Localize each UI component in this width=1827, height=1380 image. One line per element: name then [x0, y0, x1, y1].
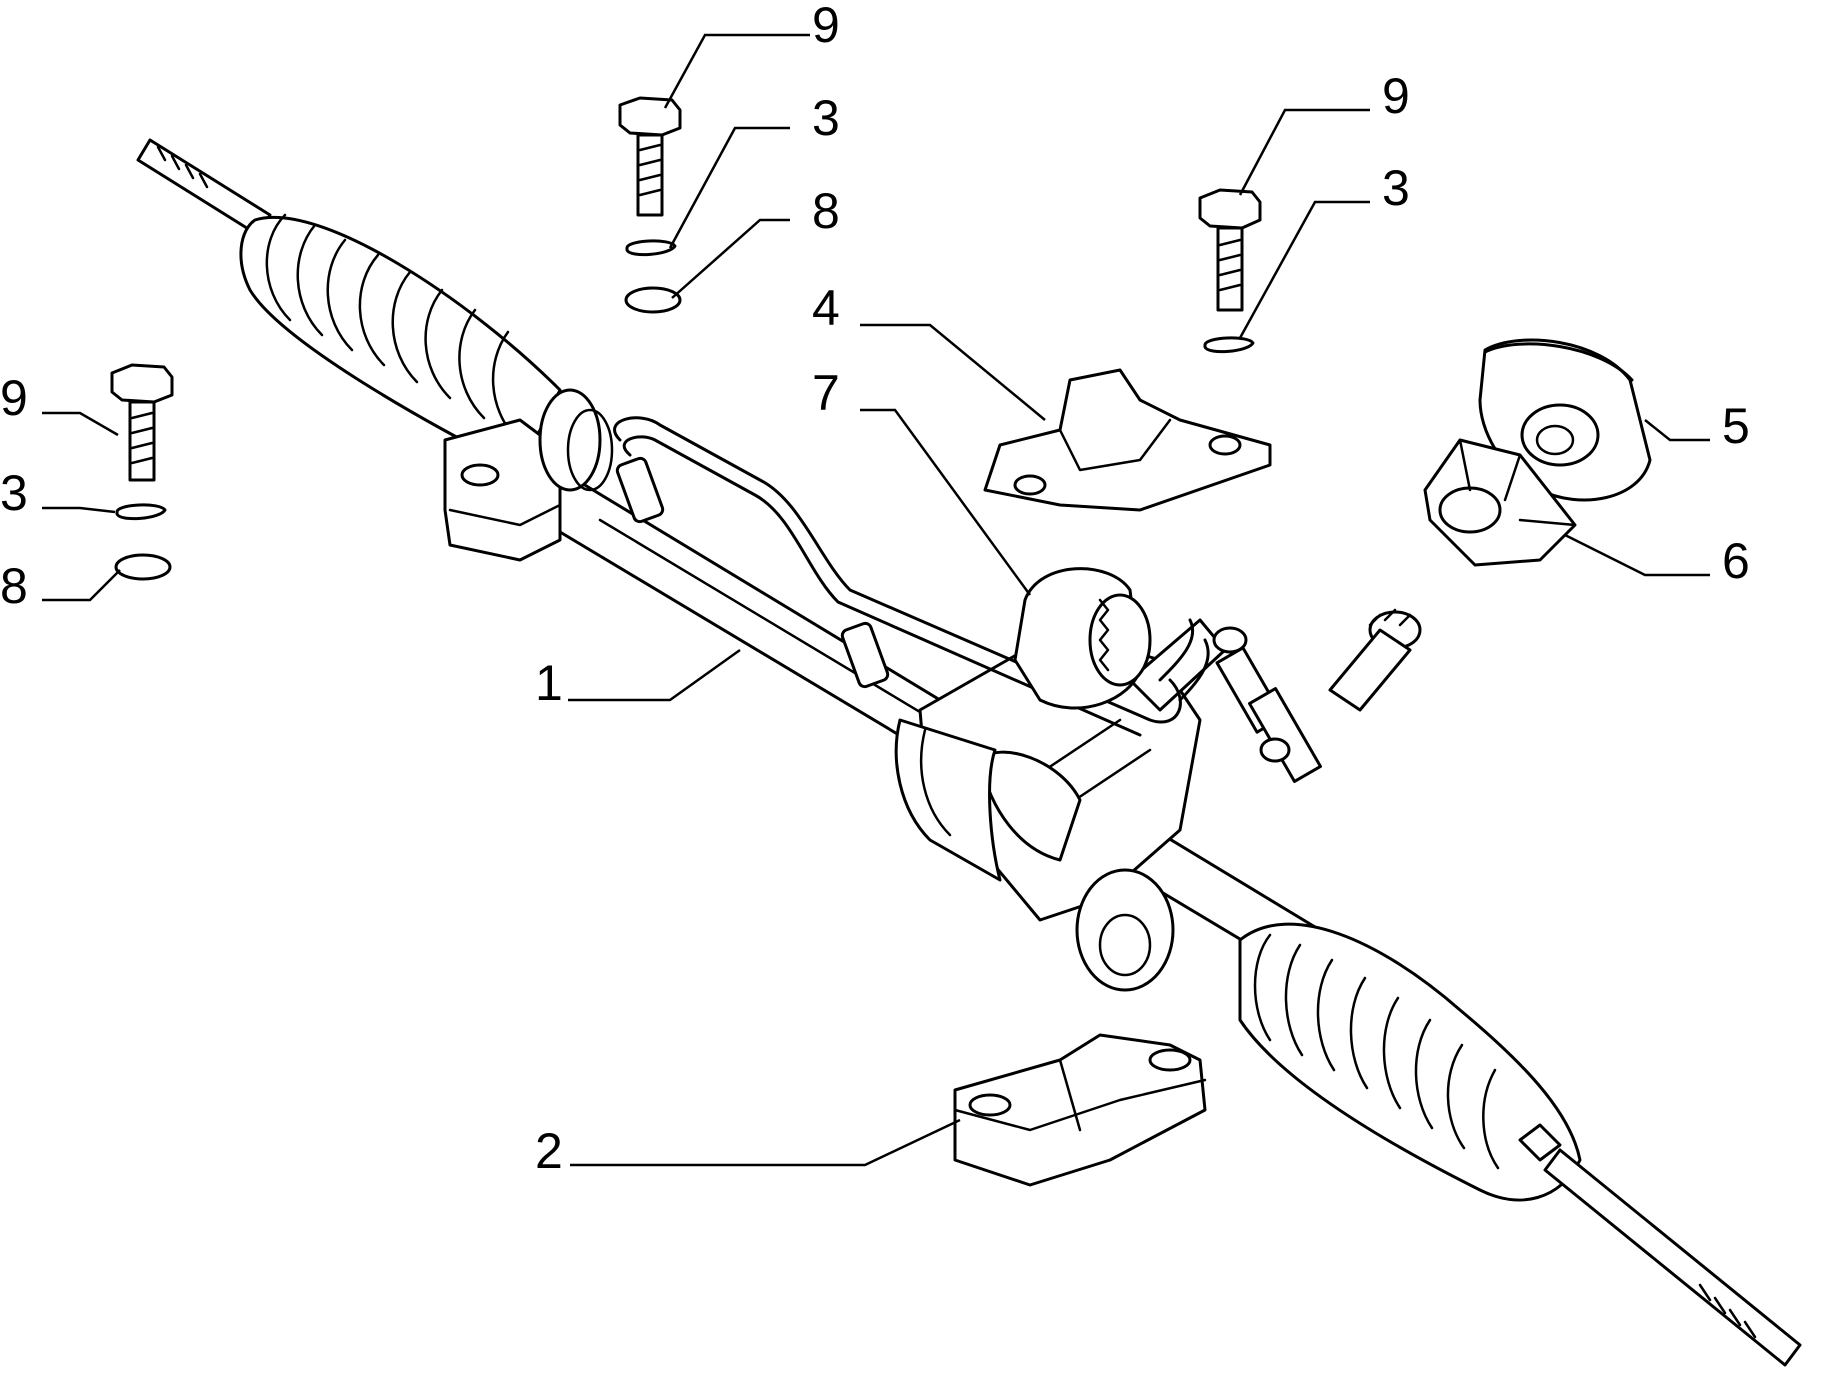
bolt-top [618, 96, 682, 217]
bolt-left [110, 363, 174, 482]
callout-8-top: 8 [812, 183, 840, 239]
right-bellows-boot [1238, 922, 1582, 1202]
callout-6: 6 [1722, 533, 1750, 589]
callout-7: 7 [812, 365, 840, 421]
flat-washer-top [624, 286, 682, 314]
valve-body [918, 608, 1422, 992]
callout-labels: 9 3 8 9 3 4 7 5 6 1 2 9 3 8 [0, 0, 1750, 1179]
callout-5: 5 [1722, 398, 1750, 454]
callout-2: 2 [535, 1123, 563, 1179]
flat-washer-left [114, 553, 172, 581]
callout-9-right: 9 [1382, 68, 1410, 124]
callout-3-top: 3 [812, 90, 840, 146]
callout-9-top: 9 [812, 0, 840, 53]
lock-washer-right [1203, 336, 1255, 354]
lower-mounting-bracket [953, 1033, 1207, 1187]
callout-1: 1 [535, 655, 563, 711]
steering-rack-housing [136, 138, 1802, 1367]
callout-4: 4 [812, 280, 840, 336]
leader-lines [42, 33, 1710, 1167]
hex-bushing [1423, 438, 1577, 567]
bolt-right [1198, 188, 1262, 312]
callout-8-left: 8 [0, 558, 28, 614]
lock-washer-top [625, 239, 677, 257]
callout-3-right: 3 [1382, 160, 1410, 216]
splined-bushing [1013, 567, 1152, 710]
hydraulic-pipe [613, 416, 1210, 737]
lock-washer-left [115, 503, 167, 521]
left-bellows-boot [239, 213, 562, 472]
callout-9-left: 9 [0, 370, 28, 426]
callout-3-left: 3 [0, 465, 28, 521]
upper-clamp [983, 368, 1272, 512]
